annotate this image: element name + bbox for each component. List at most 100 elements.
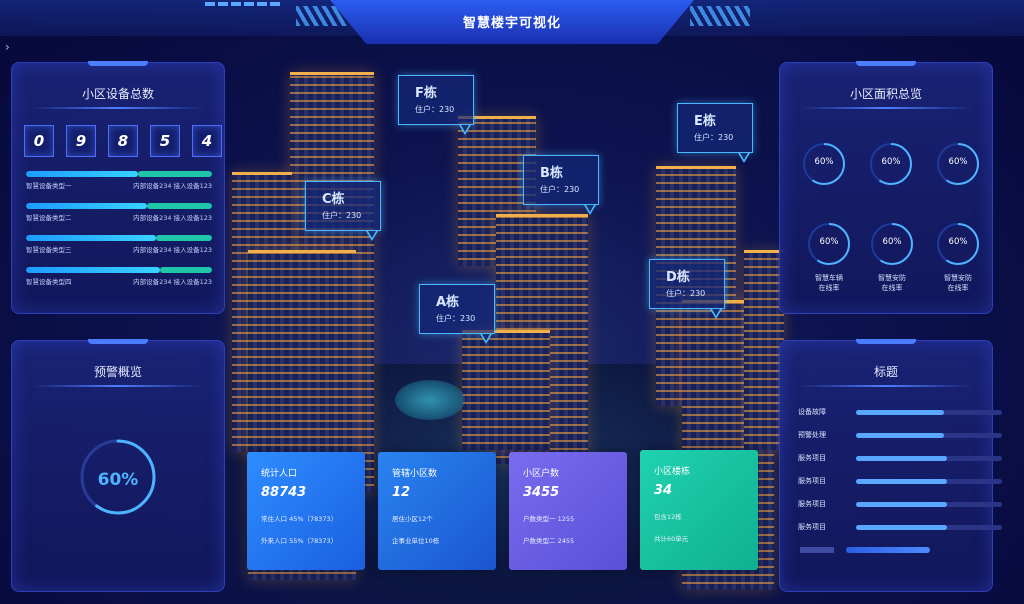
device-bar (26, 235, 212, 241)
building-households: 住户：230 (436, 314, 476, 323)
service-track (856, 410, 1002, 415)
card-value: 88743 (261, 485, 307, 500)
percentage-ring: 60% (935, 221, 981, 267)
building-households: 住户：230 (322, 211, 362, 220)
card-title: 小区楼栋 (654, 467, 691, 477)
building-label[interactable]: B栋住户：230 (523, 155, 599, 215)
panel-underline (800, 107, 972, 109)
service-label: 服务项目 (798, 454, 826, 462)
building-households: 住户：230 (540, 185, 580, 194)
digit-box: 8 (108, 125, 138, 157)
ring-value: 60% (948, 237, 968, 247)
card-detail: 户数类型二 2455 (523, 537, 575, 545)
percentage-ring: 60% (801, 141, 847, 187)
header-dash-decoration (205, 2, 280, 6)
pointer-marker-icon (480, 334, 492, 344)
card-detail: 外来人口 55%（78373） (261, 537, 338, 545)
internal-fill (26, 267, 160, 273)
access-count: 接入设备123 (173, 214, 212, 222)
service-fill (856, 479, 947, 484)
service-stats-panel: 标题 设备故障预警处理服务项目服务项目服务项目服务项目 (779, 339, 1002, 592)
service-label: 服务项目 (798, 523, 826, 531)
internal-count: 内部设备234 (133, 214, 172, 222)
percentage-ring: 60% (869, 221, 915, 267)
panel-title: 小区设备总数 (81, 87, 154, 101)
service-fill (856, 410, 944, 415)
percentage-ring: 60% (868, 141, 914, 187)
card-title: 管辖小区数 (392, 469, 438, 479)
device-row: 智慧设备类型三内部设备234 接入设备123 (26, 235, 212, 254)
panel-title: 小区面积总览 (849, 87, 922, 101)
access-count: 接入设备123 (173, 182, 212, 190)
card-title: 小区户数 (523, 469, 560, 479)
page-title: 智慧楼宇可视化 (462, 16, 561, 31)
service-track (856, 502, 1002, 507)
panel-title: 标题 (873, 365, 898, 379)
building-households: 住户：230 (694, 133, 734, 142)
digit-box: 5 (150, 125, 180, 157)
device-row: 智慧设备类型二内部设备234 接入设备123 (26, 203, 212, 222)
header-title-plate (330, 0, 694, 44)
card-detail: 包含12栋 (654, 513, 682, 521)
device-bar (26, 171, 212, 177)
access-fill (137, 171, 212, 177)
service-row: 服务项目 (798, 499, 1002, 511)
chevron-right-icon[interactable]: › (5, 40, 10, 54)
building-households: 住户：230 (415, 105, 455, 114)
gauge-percent: 60% (97, 470, 139, 490)
device-row: 智慧设备类型一内部设备234 接入设备123 (26, 171, 212, 190)
ring-label: 智慧安防 在线率 (944, 274, 972, 292)
device-bar (26, 267, 212, 273)
service-row: 服务项目 (798, 453, 1002, 465)
header-stripe-decoration (690, 6, 750, 26)
card-detail: 常住人口 45%（78373） (261, 515, 338, 523)
warning-overview-panel: 预警概览 60% (11, 339, 225, 592)
card-title: 统计人口 (261, 469, 298, 479)
pointer-marker-icon (584, 205, 596, 215)
device-type-label: 智慧设备类型四 (26, 278, 72, 286)
card-value: 12 (392, 485, 411, 500)
pointer-marker-icon (366, 231, 378, 241)
building-name: F栋 (415, 86, 437, 101)
ring-value: 60% (948, 157, 968, 167)
service-track (856, 456, 1002, 461)
percentage-ring: 60% (806, 221, 852, 267)
service-label: 设备故障 (798, 408, 826, 416)
stat-card[interactable]: 统计人口 88743 常住人口 45%（78373） 外来人口 55%（78373） (247, 452, 365, 570)
building-tower (462, 330, 550, 450)
building-label[interactable]: E栋住户：230 (677, 103, 753, 163)
card-detail: 户数类型一 1255 (523, 515, 575, 523)
building-name: C栋 (322, 192, 345, 207)
warning-gauge: 60% (78, 437, 158, 527)
pointer-marker-icon (738, 153, 750, 163)
header: 智慧楼宇可视化 (0, 0, 1024, 44)
service-fill (856, 525, 947, 530)
access-count: 接入设备123 (173, 246, 212, 254)
building-name: E栋 (694, 114, 716, 129)
internal-count: 内部设备234 (133, 246, 172, 254)
building-label[interactable]: A栋住户：230 (419, 284, 495, 344)
building-label[interactable]: C栋住户：230 (305, 181, 381, 241)
card-value: 34 (654, 483, 673, 498)
ring-label: 智慧安防 在线率 (878, 274, 906, 292)
device-total-panel: 小区设备总数 0 9 8 5 4 智慧设备类型一内部设备234 接入设备123 … (11, 61, 225, 314)
digit-box: 0 (24, 125, 54, 157)
slider-decoration (800, 547, 986, 553)
panel-tab-decoration (88, 339, 148, 344)
internal-fill (26, 235, 157, 241)
building-label[interactable]: D栋住户：230 (649, 259, 725, 319)
panel-title: 预警概览 (93, 365, 142, 379)
access-count: 接入设备123 (173, 278, 212, 286)
service-row: 服务项目 (798, 522, 1002, 534)
building-label[interactable]: F栋住户：230 (398, 75, 474, 135)
internal-count: 内部设备234 (133, 278, 172, 286)
access-fill (156, 235, 212, 241)
card-detail: 企事业单位10栋 (392, 537, 440, 545)
digit-box: 9 (66, 125, 96, 157)
service-row: 预警处理 (798, 430, 1002, 442)
access-fill (159, 267, 212, 273)
service-label: 服务项目 (798, 500, 826, 508)
